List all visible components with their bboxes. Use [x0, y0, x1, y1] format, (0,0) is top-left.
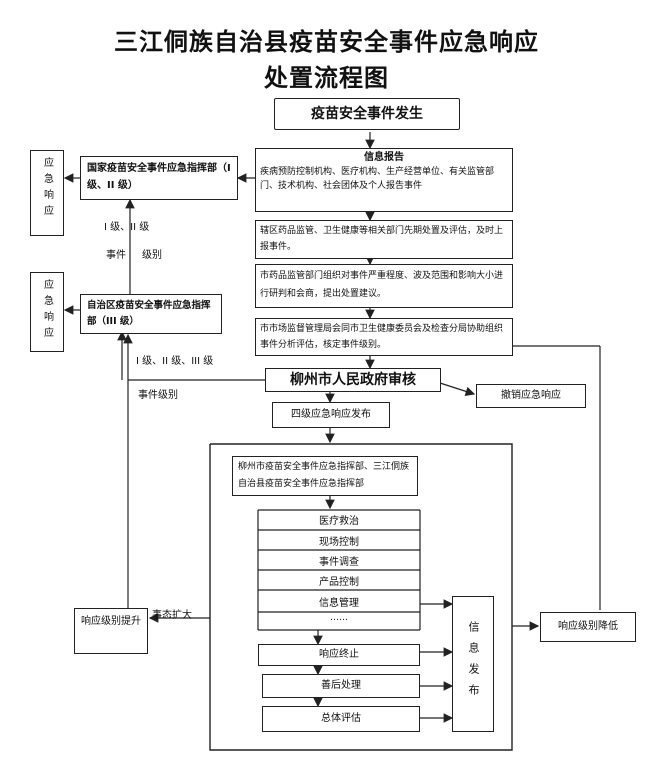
overall-eval-box: 总体评估	[262, 706, 420, 732]
national-response-label: 应急响应	[41, 157, 53, 221]
action-medical: 医疗救治	[319, 516, 359, 527]
aftermath-label: 善后处理	[321, 680, 361, 691]
aftermath-box: 善后处理	[262, 674, 420, 698]
action-info-management: 信息管理	[319, 598, 359, 609]
info-release-label: 信息发布	[467, 621, 480, 705]
info-release-box: 信息发布	[452, 596, 494, 732]
action-product-control: 产品控制	[319, 577, 359, 588]
city-market-step-box: 市市场监督管理局会同市卫生健康委员会及检查分局协助组织事件分析评估，核定事件级别…	[255, 318, 513, 356]
overall-eval-label: 总体评估	[321, 713, 361, 724]
city-fda-step-box: 市药品监管部门组织对事件严重程度、波及范围和影响大小进行研判和会商，提出处置建议…	[255, 264, 513, 308]
regional-response-box: 应急响应	[30, 272, 64, 352]
level-down-label: 响应级别降低	[558, 621, 618, 632]
situation-expand-label: 事态扩大	[152, 610, 192, 621]
county-step-text: 辖区药品监管、卫生健康等相关部门先期处置及评估，及时上报事件。	[260, 226, 504, 252]
info-report-box: 信息报告 疾病预防控制机构、医疗机构、生产经营单位、有关监管部门、技术机构、社会…	[255, 148, 513, 212]
city-market-step-text: 市市场监督管理局会同市卫生健康委员会及检查分局协助组织事件分析评估，核定事件级别…	[260, 324, 504, 350]
level-up-box: 响应级别提升	[74, 608, 148, 654]
info-report-body: 疾病预防控制机构、医疗机构、生产经营单位、有关监管部门、技术机构、社会团体及个人…	[260, 167, 495, 191]
command-hq-label: 柳州市疫苗安全事件应急指挥部、三江侗族自治县疫苗安全事件应急指挥部	[238, 462, 410, 489]
title-line-1: 三江侗族自治县疫苗安全事件应急响应	[114, 27, 539, 56]
response-end-box: 响应终止	[258, 644, 420, 666]
level-down-box: 响应级别降低	[540, 612, 636, 642]
national-hq-box: 国家疫苗安全事件应急指挥部（I 级、II 级）	[80, 156, 238, 200]
county-step-box: 辖区药品监管、卫生健康等相关部门先期处置及评估，及时上报事件。	[255, 220, 513, 259]
regional-hq-label: 自治区疫苗安全事件应急指挥部（III 级）	[87, 300, 211, 327]
title-line-2: 处置流程图	[264, 63, 389, 92]
gov-review-label: 柳州市人民政府审核	[290, 372, 416, 388]
level4-release-box: 四级应急响应发布	[272, 402, 390, 428]
start-event-label: 疫苗安全事件发生	[311, 106, 423, 122]
action-investigation: 事件调查	[319, 557, 359, 568]
action-site-control: 现场控制	[319, 537, 359, 548]
national-event-label: 事件	[106, 250, 126, 261]
regional-hq-box: 自治区疫苗安全事件应急指挥部（III 级）	[80, 294, 222, 334]
response-end-label: 响应终止	[319, 649, 359, 660]
national-level-label: 级别	[142, 250, 162, 261]
regional-response-label: 应急响应	[41, 279, 53, 343]
cancel-response-box: 撤销应急响应	[476, 384, 586, 408]
action-ellipsis: ……	[330, 613, 348, 623]
info-report-heading: 信息报告	[364, 152, 404, 163]
level4-release-label: 四级应急响应发布	[291, 409, 371, 420]
national-response-box: 应急响应	[30, 150, 64, 236]
gov-review-box: 柳州市人民政府审核	[265, 368, 441, 392]
national-hq-label: 国家疫苗安全事件应急指挥部（I 级、II 级）	[87, 163, 231, 191]
city-fda-step-text: 市药品监管部门组织对事件严重程度、波及范围和影响大小进行研判和会商，提出处置建议…	[260, 271, 504, 299]
start-event-box: 疫苗安全事件发生	[274, 98, 460, 130]
cancel-response-label: 撤销应急响应	[501, 390, 561, 401]
national-event-level-label: I 级、II 级	[104, 222, 150, 233]
regional-level-label: 事件级别	[138, 390, 178, 401]
regional-event-level-label: I 级、II 级、III 级	[136, 356, 214, 367]
command-hq-box: 柳州市疫苗安全事件应急指挥部、三江侗族自治县疫苗安全事件应急指挥部	[232, 456, 418, 496]
level-up-label: 响应级别提升	[81, 616, 141, 627]
